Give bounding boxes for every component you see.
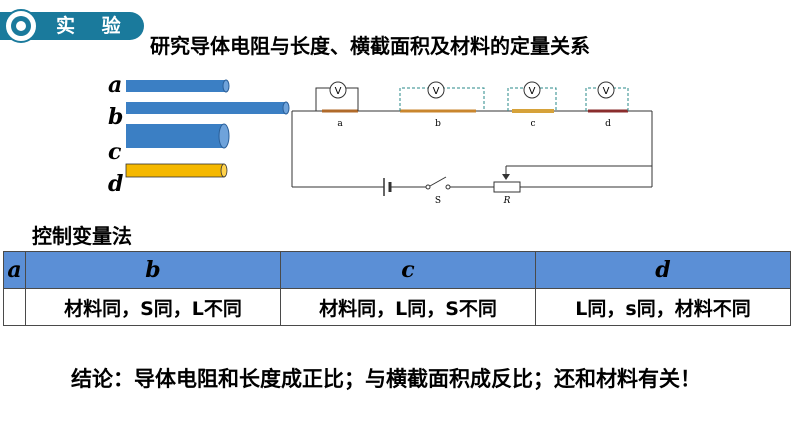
circuit-diagram: V V V V a b c d S R <box>291 81 653 206</box>
table-header-cell: b <box>25 251 281 289</box>
page-title: 研究导体电阻与长度、横截面积及材料的定量关系 <box>150 34 590 58</box>
table-cell: 材料同，S同，L不同 <box>25 288 281 326</box>
table-row: 材料同，S同，L不同 材料同，L同，S不同 L同，s同，材料不同 <box>3 288 791 326</box>
wire-label-d: d <box>108 171 124 197</box>
table-cell: L同，s同，材料不同 <box>535 288 791 326</box>
svg-text:V: V <box>603 86 610 97</box>
table-header-cell: a <box>3 251 26 289</box>
table-header-cell: d <box>535 251 791 289</box>
rheostat-label: R <box>503 196 511 206</box>
svg-text:V: V <box>529 86 536 97</box>
wire-samples <box>125 79 290 178</box>
wire-c <box>126 123 230 149</box>
voltmeter-icon: V <box>523 81 541 99</box>
variables-table: a b c d 材料同，S同，L不同 材料同，L同，S不同 L同，s同，材料不同 <box>3 251 791 326</box>
voltmeter-icon: V <box>329 81 347 99</box>
voltmeter-icon: V <box>597 81 615 99</box>
wire-b <box>126 101 290 115</box>
table-header-row: a b c d <box>3 251 791 289</box>
segment-label-a: a <box>337 119 343 129</box>
svg-text:V: V <box>335 86 342 97</box>
voltmeter-icon: V <box>427 81 445 99</box>
segment-label-c: c <box>530 119 535 129</box>
segment-label-b: b <box>435 119 441 129</box>
wire-label-c: c <box>108 139 122 165</box>
wire-label-b: b <box>108 104 124 130</box>
conclusion-text: 结论：导体电阻和长度成正比；与横截面积成反比；还和材料有关！ <box>71 367 701 391</box>
logo-icon <box>4 9 38 43</box>
wire-label-a: a <box>108 72 123 98</box>
wire-a <box>126 79 230 93</box>
switch-label: S <box>435 196 441 206</box>
wire-d <box>125 163 228 178</box>
svg-text:V: V <box>433 86 440 97</box>
segment-label-d: d <box>605 119 611 129</box>
table-cell <box>3 288 26 326</box>
header-label: 实 验 <box>56 15 131 37</box>
table-header-cell: c <box>280 251 536 289</box>
method-title: 控制变量法 <box>32 224 132 248</box>
table-cell: 材料同，L同，S不同 <box>280 288 536 326</box>
